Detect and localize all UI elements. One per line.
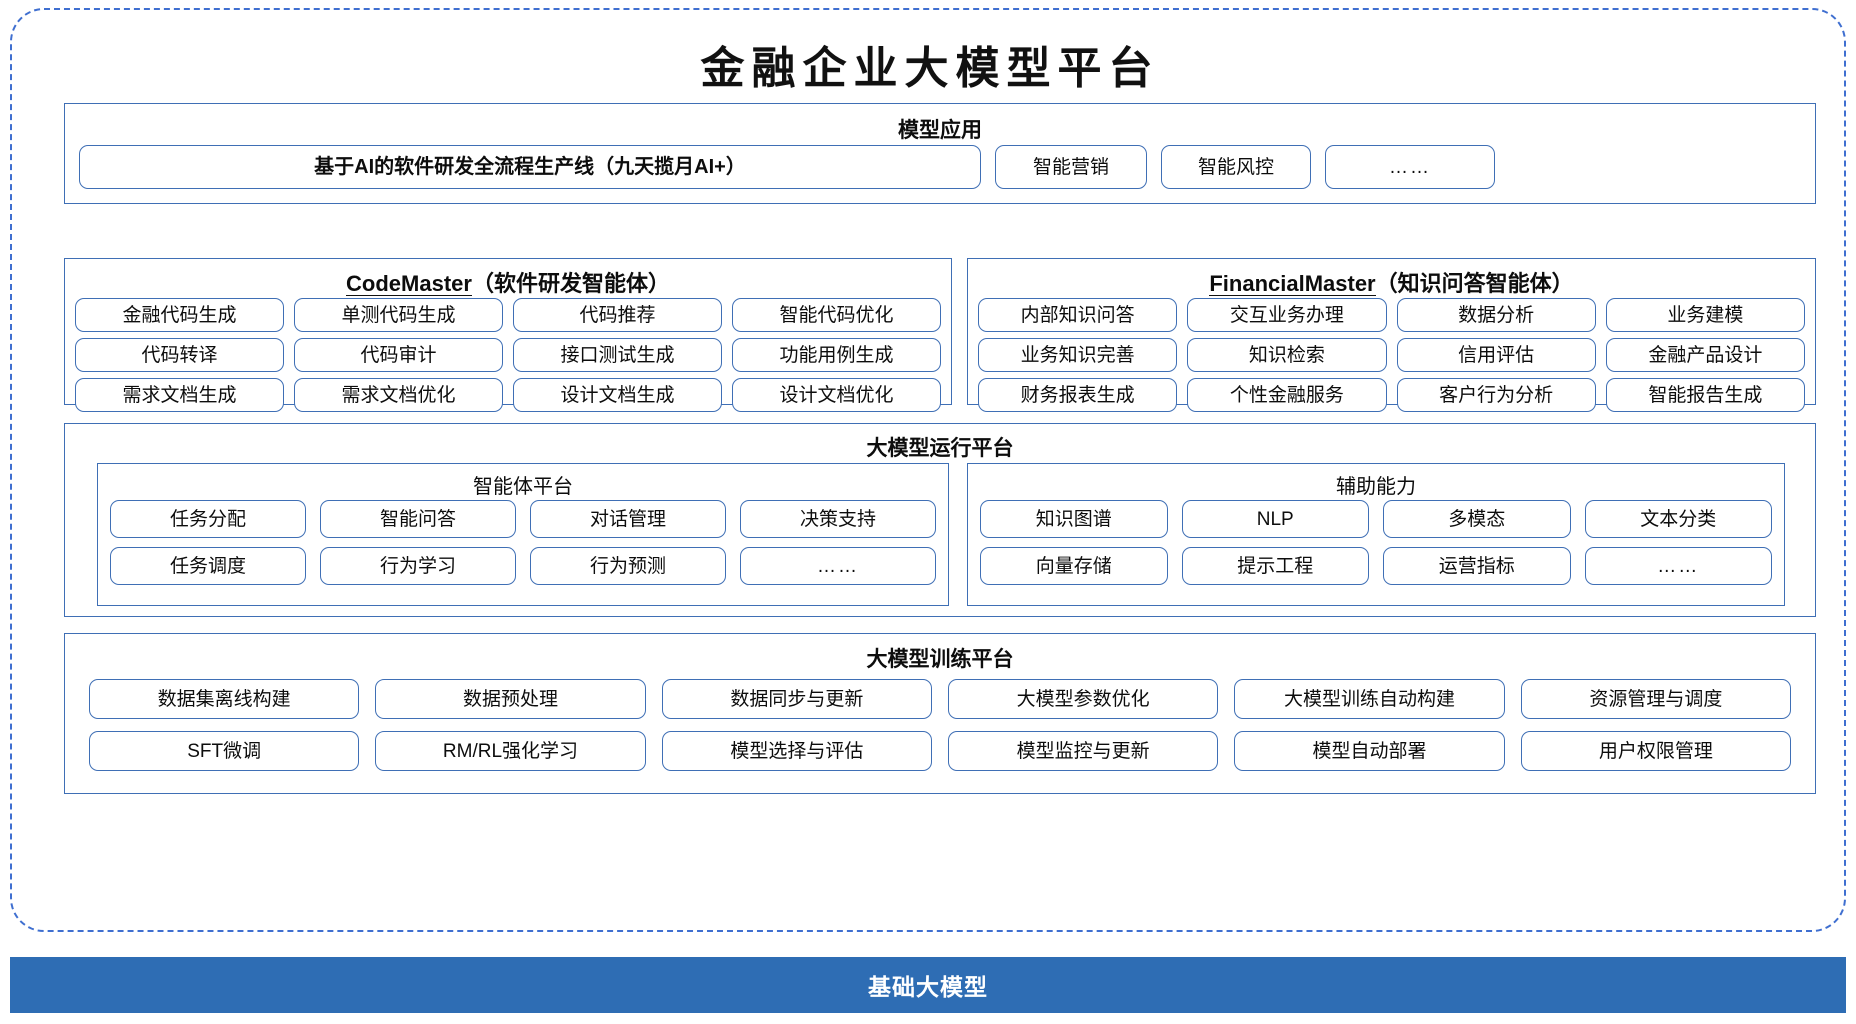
training-pill[interactable]: 模型选择与评估 — [661, 731, 932, 771]
training-pill[interactable]: 大模型参数优化 — [948, 679, 1219, 719]
training-pill[interactable]: 大模型训练自动构建 — [1234, 679, 1505, 719]
code-master-capability-grid: 金融代码生成 单测代码生成 代码推荐 智能代码优化 代码转译 代码审计 接口测试… — [75, 298, 941, 412]
app-pill-smart-risk-control[interactable]: 智能风控 — [1161, 145, 1311, 189]
capability-pill[interactable]: 代码推荐 — [513, 298, 722, 332]
capability-pill[interactable]: 交互业务办理 — [1187, 298, 1387, 332]
capability-pill[interactable]: 代码审计 — [294, 338, 503, 372]
training-pill[interactable]: 数据预处理 — [375, 679, 646, 719]
auxiliary-pill[interactable]: 知识图谱 — [980, 500, 1168, 538]
capability-pill[interactable]: 代码转译 — [75, 338, 284, 372]
capability-pill[interactable]: 设计文档生成 — [513, 378, 722, 412]
capability-pill[interactable]: 设计文档优化 — [732, 378, 941, 412]
training-pill[interactable]: 数据同步与更新 — [661, 679, 932, 719]
panel-code-master: CodeMaster（软件研发智能体） 金融代码生成 单测代码生成 代码推荐 智… — [64, 258, 952, 412]
training-pill[interactable]: 数据集离线构建 — [89, 679, 360, 719]
panel-runtime-platform-title: 大模型运行平台 — [866, 437, 1014, 460]
runtime-pill[interactable]: 行为预测 — [530, 547, 726, 585]
runtime-pill[interactable]: 对话管理 — [530, 500, 726, 538]
capability-pill[interactable]: 财务报表生成 — [978, 378, 1178, 412]
runtime-pill[interactable]: 任务调度 — [110, 547, 306, 585]
capability-pill[interactable]: 金融产品设计 — [1605, 338, 1805, 372]
capability-pill[interactable]: 需求文档优化 — [294, 378, 503, 412]
capability-pill[interactable]: 业务知识完善 — [978, 338, 1178, 372]
runtime-pill[interactable]: 决策支持 — [740, 500, 936, 538]
capability-pill[interactable]: 客户行为分析 — [1396, 378, 1596, 412]
panel-financial-master: FinancialMaster（知识问答智能体） 内部知识问答 交互业务办理 数… — [967, 258, 1816, 412]
auxiliary-pill[interactable]: 多模态 — [1383, 500, 1571, 538]
capability-pill[interactable]: 内部知识问答 — [978, 298, 1178, 332]
subpanel-auxiliary-capability: 辅助能力 知识图谱 NLP 多模态 文本分类 向量存储 提示工程 运营指标 …… — [967, 463, 1785, 606]
runtime-pill[interactable]: 行为学习 — [320, 547, 516, 585]
panel-code-master-title: CodeMaster（软件研发智能体） — [65, 266, 951, 301]
auxiliary-pill[interactable]: 运营指标 — [1383, 547, 1571, 585]
capability-pill[interactable]: 需求文档生成 — [75, 378, 284, 412]
training-platform-item-grid: 数据集离线构建 数据预处理 数据同步与更新 大模型参数优化 大模型训练自动构建 … — [89, 679, 1791, 771]
app-pill-smart-marketing[interactable]: 智能营销 — [995, 145, 1147, 189]
app-pill-more[interactable]: …… — [1325, 145, 1495, 189]
training-pill[interactable]: 资源管理与调度 — [1520, 679, 1791, 719]
panel-model-application: 模型应用 基于AI的软件研发全流程生产线（九天揽月AI+） 智能营销 智能风控 … — [64, 103, 1816, 204]
foundation-model-label: 基础大模型 — [868, 974, 988, 1000]
app-pill-production-line[interactable]: 基于AI的软件研发全流程生产线（九天揽月AI+） — [79, 145, 981, 189]
code-master-name: CodeMaster — [346, 271, 472, 301]
training-pill[interactable]: 模型监控与更新 — [948, 731, 1219, 771]
auxiliary-pill[interactable]: 提示工程 — [1181, 547, 1369, 585]
panel-training-platform: 大模型训练平台 数据集离线构建 数据预处理 数据同步与更新 大模型参数优化 大模… — [64, 633, 1816, 794]
code-master-subtitle: （软件研发智能体） — [471, 271, 670, 296]
panel-runtime-platform: 大模型运行平台 智能体平台 任务分配 智能问答 对话管理 决策支持 任务调度 行… — [64, 423, 1816, 617]
runtime-pill[interactable]: 智能问答 — [320, 500, 516, 538]
capability-pill[interactable]: 信用评估 — [1396, 338, 1596, 372]
training-pill[interactable]: SFT微调 — [89, 731, 360, 771]
capability-pill[interactable]: 数据分析 — [1396, 298, 1596, 332]
training-pill[interactable]: 用户权限管理 — [1520, 731, 1791, 771]
model-application-items: 基于AI的软件研发全流程生产线（九天揽月AI+） 智能营销 智能风控 …… — [79, 145, 1803, 189]
page-title: 金融企业大模型平台 — [700, 43, 1160, 94]
auxiliary-pill[interactable]: 文本分类 — [1584, 500, 1772, 538]
subpanel-auxiliary-title: 辅助能力 — [1336, 476, 1416, 498]
capability-pill[interactable]: 功能用例生成 — [732, 338, 941, 372]
outer-dashed-frame: 金融企业大模型平台 模型应用 基于AI的软件研发全流程生产线（九天揽月AI+） … — [10, 8, 1846, 932]
capability-pill[interactable]: 金融代码生成 — [75, 298, 284, 332]
financial-master-subtitle: （知识问答智能体） — [1375, 271, 1574, 296]
subpanel-agent-platform: 智能体平台 任务分配 智能问答 对话管理 决策支持 任务调度 行为学习 行为预测… — [97, 463, 949, 606]
auxiliary-pill[interactable]: 向量存储 — [980, 547, 1168, 585]
foundation-model-bar: 基础大模型 — [10, 957, 1846, 1013]
capability-pill[interactable]: 智能报告生成 — [1605, 378, 1805, 412]
financial-master-capability-grid: 内部知识问答 交互业务办理 数据分析 业务建模 业务知识完善 知识检索 信用评估… — [978, 298, 1805, 412]
training-pill[interactable]: RM/RL强化学习 — [375, 731, 646, 771]
capability-pill[interactable]: 单测代码生成 — [294, 298, 503, 332]
capability-pill[interactable]: 智能代码优化 — [732, 298, 941, 332]
subpanel-agent-platform-title: 智能体平台 — [473, 476, 573, 498]
capability-pill[interactable]: 知识检索 — [1187, 338, 1387, 372]
auxiliary-pill-more[interactable]: …… — [1584, 547, 1772, 585]
capability-pill[interactable]: 业务建模 — [1605, 298, 1805, 332]
capability-pill[interactable]: 接口测试生成 — [513, 338, 722, 372]
auxiliary-pill[interactable]: NLP — [1181, 500, 1369, 538]
panel-training-platform-title: 大模型训练平台 — [866, 648, 1014, 671]
financial-master-name: FinancialMaster — [1209, 271, 1376, 301]
agent-platform-item-grid: 任务分配 智能问答 对话管理 决策支持 任务调度 行为学习 行为预测 …… — [110, 500, 936, 585]
capability-pill[interactable]: 个性金融服务 — [1187, 378, 1387, 412]
runtime-pill[interactable]: 任务分配 — [110, 500, 306, 538]
auxiliary-item-grid: 知识图谱 NLP 多模态 文本分类 向量存储 提示工程 运营指标 …… — [980, 500, 1772, 585]
runtime-pill-more[interactable]: …… — [740, 547, 936, 585]
panel-financial-master-title: FinancialMaster（知识问答智能体） — [968, 266, 1815, 301]
panel-model-application-title: 模型应用 — [898, 119, 982, 142]
training-pill[interactable]: 模型自动部署 — [1234, 731, 1505, 771]
